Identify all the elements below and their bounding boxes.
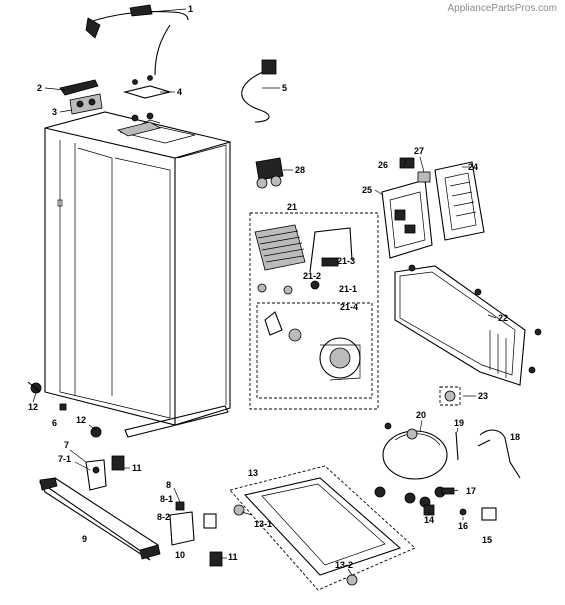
hinge-slot — [57, 199, 63, 207]
compressor-20 — [382, 428, 448, 480]
screw-b — [474, 288, 482, 296]
callout-24: 24 — [468, 162, 478, 172]
sensor-21-2 — [321, 257, 339, 267]
part-19 — [455, 431, 459, 461]
control-board-25 — [381, 179, 433, 259]
part-15 — [481, 507, 497, 521]
screw-c — [534, 328, 542, 336]
group-13-box — [229, 465, 416, 591]
callout-3: 3 — [52, 107, 57, 117]
roller-11b — [209, 551, 223, 567]
callout-7: 7 — [64, 440, 69, 450]
rear-panel-22 — [394, 265, 526, 386]
callout-9: 9 — [82, 534, 87, 544]
group-21-box — [249, 212, 379, 410]
cabinet — [44, 111, 231, 426]
callout-13: 13 — [248, 468, 258, 478]
condenser-tube-18 — [479, 429, 521, 479]
callout-18: 18 — [510, 432, 520, 442]
callout-22: 22 — [498, 313, 508, 323]
part-20-pin — [384, 422, 392, 430]
part-8-block — [203, 513, 217, 529]
callout-21-3: 21-3 — [337, 256, 355, 266]
roller-11a — [111, 455, 125, 471]
roller-13-2 — [346, 574, 358, 586]
callout-6: 6 — [52, 418, 57, 428]
defrost-heater — [309, 227, 353, 273]
screw-a — [408, 264, 416, 272]
callout-17: 17 — [466, 486, 476, 496]
callout-25: 25 — [362, 185, 372, 195]
callout-13-2: 13-2 — [335, 560, 353, 570]
callout-16: 16 — [458, 521, 468, 531]
bracket-10 — [169, 501, 195, 546]
kick-plate-9 — [38, 477, 161, 561]
callout-12a: 12 — [28, 402, 38, 412]
part-6 — [59, 403, 67, 411]
base-pan-13 — [243, 477, 402, 576]
thermistor-21-1 — [310, 280, 320, 290]
grommet-b — [283, 285, 293, 295]
callout-4: 4 — [177, 87, 182, 97]
callout-23: 23 — [478, 391, 488, 401]
watermark-bar: AppliancePartsPros.com — [0, 0, 565, 14]
callout-21-2: 21-2 — [303, 271, 321, 281]
base-strip — [124, 405, 229, 438]
tube-18-end — [477, 439, 491, 447]
cover-top — [122, 75, 173, 99]
water-valve — [255, 157, 284, 189]
callout-5: 5 — [282, 83, 287, 93]
evaporator-fan-motor — [264, 311, 361, 381]
grommet-a — [257, 283, 267, 293]
part-23 — [444, 390, 456, 402]
roller-13-1 — [233, 504, 245, 516]
callout-8-1: 8-1 — [160, 494, 173, 504]
part-23-box — [439, 386, 461, 406]
callout-15: 15 — [482, 535, 492, 545]
callout-8: 8 — [166, 480, 171, 490]
bracket-7 — [85, 459, 107, 491]
leveling-leg-12b — [90, 426, 102, 438]
callout-20: 20 — [416, 410, 426, 420]
callout-21-4: 21-4 — [340, 302, 358, 312]
leg-bolt-a — [27, 381, 41, 393]
cover-plate-24 — [434, 161, 485, 241]
part-26 — [399, 157, 415, 169]
callout-1: 1 — [188, 4, 193, 14]
callout-8-2: 8-2 — [157, 512, 170, 522]
callout-27: 27 — [414, 146, 424, 156]
part-27 — [417, 171, 431, 183]
callout-19: 19 — [454, 418, 464, 428]
grommet-c — [374, 486, 386, 498]
callout-7-1: 7-1 — [58, 454, 71, 464]
callout-21: 21 — [287, 202, 297, 212]
callout-12b: 12 — [76, 415, 86, 425]
evaporator-coil — [254, 224, 306, 271]
watermark: AppliancePartsPros.com — [447, 3, 558, 14]
callout-10: 10 — [175, 550, 185, 560]
callout-13-1: 13-1 — [254, 519, 272, 529]
callout-11b: 11 — [228, 552, 238, 562]
callout-28: 28 — [295, 165, 305, 175]
power-cord — [241, 59, 277, 123]
power-cord-harness — [85, 4, 189, 76]
part-16 — [459, 508, 467, 516]
callout-21-1: 21-1 — [339, 284, 357, 294]
callout-2: 2 — [37, 83, 42, 93]
callout-26: 26 — [378, 160, 388, 170]
part-17 — [441, 487, 455, 495]
hinge-top-right — [116, 112, 162, 137]
leader-lines — [32, 8, 497, 576]
group-21-4-box — [256, 302, 373, 399]
hinge-top-left — [59, 79, 103, 115]
callout-11a: 11 — [132, 463, 142, 473]
callout-14: 14 — [424, 515, 434, 525]
grommet-d — [404, 492, 416, 504]
screw-d — [528, 366, 536, 374]
